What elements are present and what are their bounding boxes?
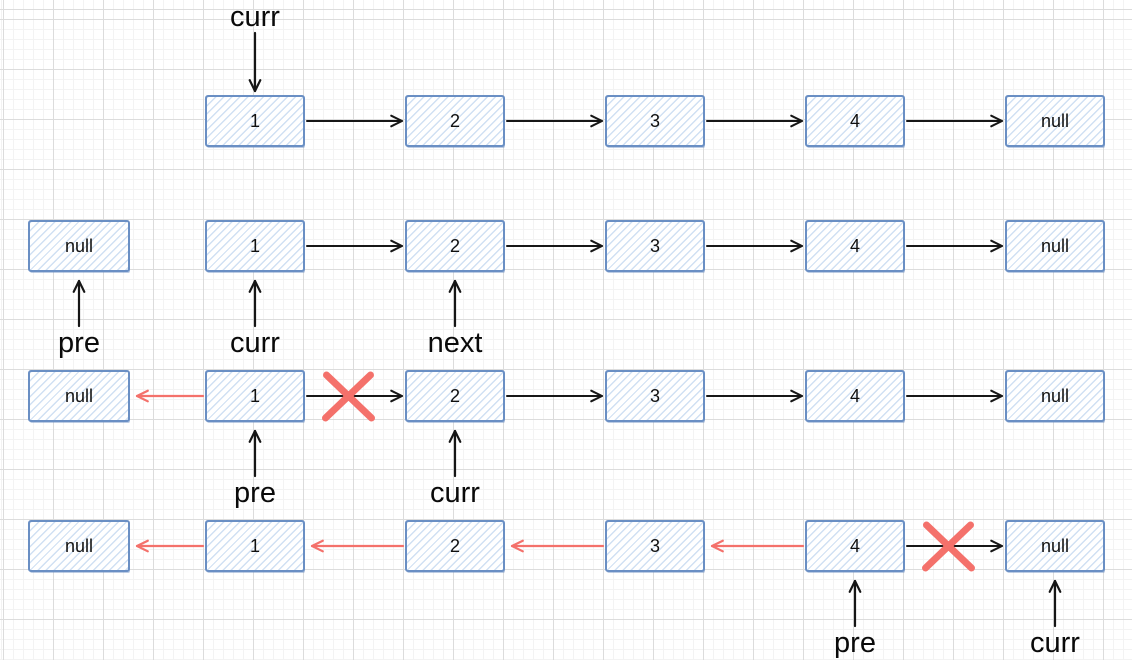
red-arrow-row3-1-to-null (135, 389, 205, 403)
cross-icon-row4 (922, 521, 975, 572)
node-row1-col2-2: 2 (405, 95, 505, 147)
cross-icon-row3 (322, 371, 375, 422)
black-arrow-row1-3-to-4 (706, 114, 803, 128)
node-row4-col2-2: 2 (405, 520, 505, 572)
black-arrow-row1-1-to-2 (306, 114, 403, 128)
pointer-arrow-curr-row3 (448, 429, 462, 478)
pointer-arrow-curr-row4 (1048, 579, 1062, 628)
black-arrow-row2-3-to-4 (706, 239, 803, 253)
black-arrow-row3-2-to-3 (506, 389, 603, 403)
node-row3-col2-2: 2 (405, 370, 505, 422)
node-row4-col1-1: 1 (205, 520, 305, 572)
red-arrow-row4-4-to-3 (710, 539, 805, 553)
node-row3-col5-null: null (1005, 370, 1105, 422)
node-row1-col4-4: 4 (805, 95, 905, 147)
pointer-label-curr-row4: curr (1030, 627, 1080, 659)
node-row2-col1-1: 1 (205, 220, 305, 272)
node-row2-col4-4: 4 (805, 220, 905, 272)
pointer-label-pre-row2: pre (58, 327, 100, 359)
red-arrow-row4-3-to-2 (510, 539, 605, 553)
pointer-label-pre-row4: pre (834, 627, 876, 659)
node-row1-col3-3: 3 (605, 95, 705, 147)
node-row3-col4-4: 4 (805, 370, 905, 422)
node-row4-col0-null: null (28, 520, 130, 572)
pointer-arrow-pre-row4 (848, 579, 862, 628)
node-row1-col5-null: null (1005, 95, 1105, 147)
node-row2-col3-3: 3 (605, 220, 705, 272)
node-row2-col0-null: null (28, 220, 130, 272)
pointer-arrow-curr-row1 (248, 31, 262, 93)
pointer-label-next-row2: next (427, 327, 483, 359)
pointer-arrow-pre-row3 (248, 429, 262, 478)
pointer-label-pre-row3: pre (234, 477, 276, 509)
node-row1-col1-1: 1 (205, 95, 305, 147)
black-arrow-row2-2-to-3 (506, 239, 603, 253)
black-arrow-row1-4-to-null (906, 114, 1003, 128)
node-row4-col5-null: null (1005, 520, 1105, 572)
black-arrow-row3-4-to-null (906, 389, 1003, 403)
black-arrow-row3-3-to-4 (706, 389, 803, 403)
node-row2-col2-2: 2 (405, 220, 505, 272)
pointer-arrow-pre-row2 (72, 279, 86, 328)
pointer-label-curr-row2: curr (230, 327, 280, 359)
black-arrow-row3-1-to-2 (306, 389, 403, 403)
red-arrow-row4-2-to-1 (310, 539, 405, 553)
pointer-arrow-next-row2 (448, 279, 462, 328)
node-row3-col3-3: 3 (605, 370, 705, 422)
black-arrow-row2-4-to-null (906, 239, 1003, 253)
black-arrow-row2-1-to-2 (306, 239, 403, 253)
node-row4-col4-4: 4 (805, 520, 905, 572)
pointer-label-curr-row1: curr (230, 1, 280, 33)
red-arrow-row4-1-to-null (135, 539, 205, 553)
black-arrow-row4-4-to-null (906, 539, 1003, 553)
node-row2-col5-null: null (1005, 220, 1105, 272)
pointer-arrow-curr-row2 (248, 279, 262, 328)
pointer-label-curr-row3: curr (430, 477, 480, 509)
node-row4-col3-3: 3 (605, 520, 705, 572)
node-row3-col0-null: null (28, 370, 130, 422)
black-arrow-row1-2-to-3 (506, 114, 603, 128)
node-row3-col1-1: 1 (205, 370, 305, 422)
